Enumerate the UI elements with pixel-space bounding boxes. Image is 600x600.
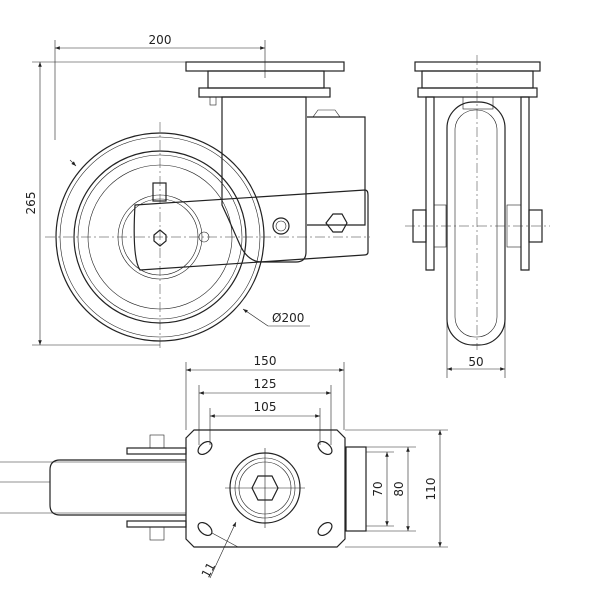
suspension-housing (307, 109, 366, 226)
dim-diameter-label: Ø200 (272, 311, 304, 325)
side-view: 200 265 Ø200 (24, 33, 370, 350)
wheel-top (0, 434, 187, 541)
dim-110-label: 110 (424, 478, 438, 501)
dim-70-label: 70 (371, 481, 385, 496)
bolt-holes (197, 440, 333, 537)
dim-11-label: 11 (199, 560, 219, 580)
dim-150-label: 150 (254, 354, 277, 368)
dim-265-label: 265 (24, 192, 38, 215)
swing-arm (133, 182, 369, 271)
dim-125-label: 125 (254, 377, 277, 391)
dim-50-label: 50 (468, 355, 483, 369)
dim-105-label: 105 (254, 400, 277, 414)
fork-body (221, 96, 307, 263)
front-view: 50 (405, 55, 550, 378)
dimension-11: 11 (199, 521, 239, 580)
dimension-wheel-width: 50 (446, 300, 506, 378)
dimension-150: 150 (185, 354, 345, 430)
dimension-height: 265 (24, 61, 186, 346)
dim-80-label: 80 (392, 481, 406, 496)
dim-200-label: 200 (149, 33, 172, 47)
top-view: 150 125 105 110 80 (0, 354, 448, 580)
dimension-70: 70 (366, 451, 394, 527)
dimension-105: 105 (209, 400, 321, 445)
dimension-width: 200 (54, 33, 266, 140)
dimension-diameter: Ø200 (69, 159, 310, 327)
dimension-125: 125 (198, 377, 332, 445)
dimension-80: 80 (366, 446, 416, 532)
dimension-110: 110 (345, 429, 448, 548)
